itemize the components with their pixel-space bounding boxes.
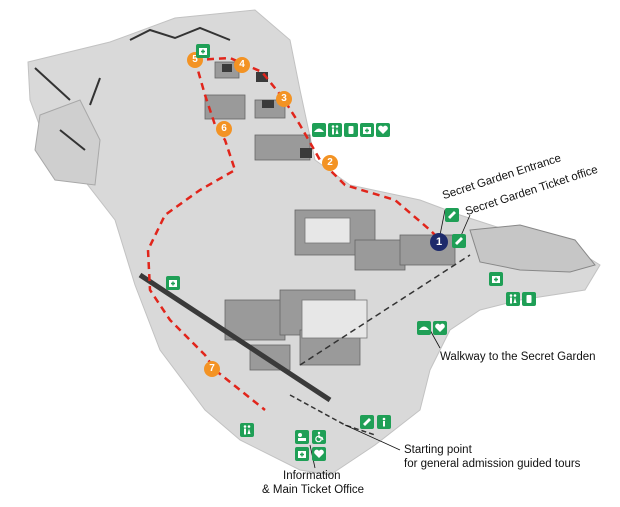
courtyards — [301, 217, 368, 339]
locker-icon — [344, 123, 358, 137]
main-wall — [138, 272, 332, 403]
stop-3: 3 — [276, 91, 292, 107]
walkway-label: Walkway to the Secret Garden — [440, 351, 596, 363]
defibrillator-icon — [312, 447, 326, 461]
first-aid-icon — [489, 272, 503, 286]
restroom-icon — [328, 123, 342, 137]
ticket-icon — [452, 234, 466, 248]
label-leader-entrance — [439, 209, 446, 236]
walkway-to-secret-garden — [299, 254, 471, 366]
first-aid-icon — [295, 447, 309, 461]
ticket-icon — [360, 415, 374, 429]
first-aid-icon — [166, 276, 180, 290]
lounge-icon — [312, 123, 326, 137]
locker-icon — [522, 292, 536, 306]
wheelchair-icon — [312, 430, 326, 444]
tour-start-path — [289, 394, 376, 436]
ticket-icon — [445, 208, 459, 222]
first-aid-icon — [196, 44, 210, 58]
defibrillator-icon — [433, 321, 447, 335]
stop-2: 2 — [322, 155, 338, 171]
information-icon — [377, 415, 391, 429]
starting-point-label: Starting point — [404, 444, 472, 456]
defibrillator-icon — [376, 123, 390, 137]
stop-1: 1 — [430, 233, 448, 251]
west-pavilion-roads — [34, 67, 101, 151]
stop-6: 6 — [216, 121, 232, 137]
north-road — [129, 26, 231, 41]
label-leader-walkway — [429, 329, 441, 349]
information-label: Information — [283, 470, 341, 482]
west-pavilion-area — [34, 99, 101, 186]
label-leader-start — [344, 424, 401, 451]
first-aid-icon — [360, 123, 374, 137]
restroom-icon — [240, 423, 254, 437]
stop-4: 4 — [234, 57, 250, 73]
main-ticket-office-label: & Main Ticket Office — [262, 484, 365, 496]
information-ticket-icon — [295, 430, 309, 444]
east-annex — [469, 224, 596, 273]
starting-point-sublabel: for general admission guided tours — [404, 458, 581, 470]
stop-7: 7 — [204, 361, 220, 377]
roof-accents — [222, 64, 312, 158]
restroom-icon — [506, 292, 520, 306]
lounge-icon — [417, 321, 431, 335]
